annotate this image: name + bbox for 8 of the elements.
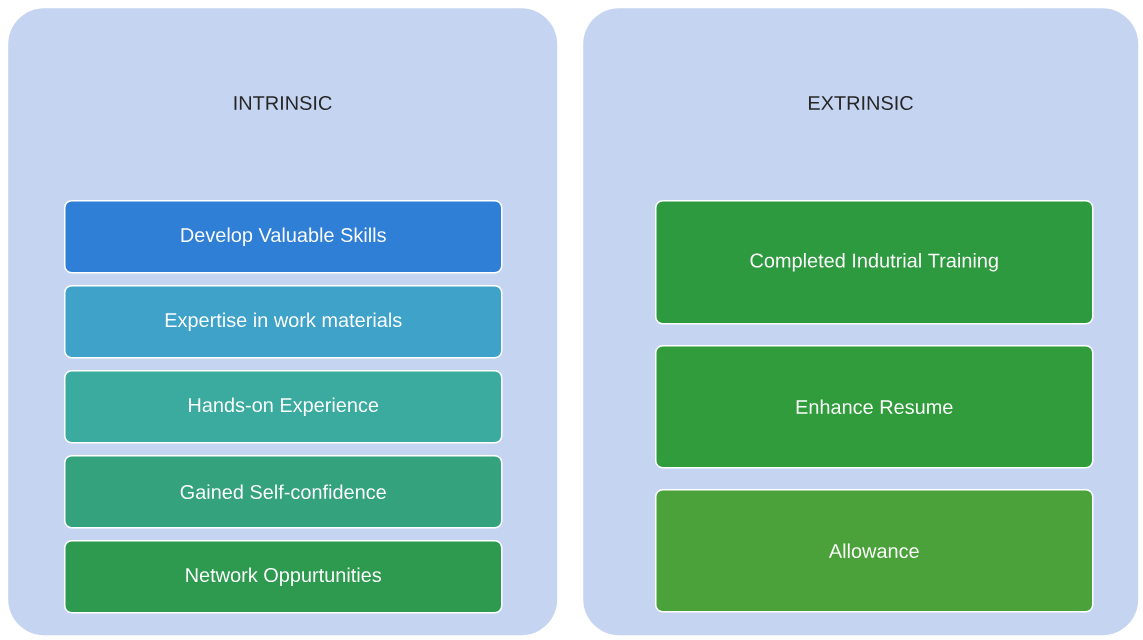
text-box: Completed Indutrial Training (655, 200, 1094, 325)
text-box: Enhance Resume (655, 345, 1094, 469)
text-box: Allowance (655, 489, 1094, 613)
text-box: Gained Self-confidence (64, 455, 503, 529)
text-box: Develop Valuable Skills (64, 200, 503, 274)
text-box: Network Oppurtunities (64, 540, 503, 614)
text-box: Hands-on Experience (64, 370, 503, 444)
text-box: Expertise in work materials (64, 285, 503, 359)
